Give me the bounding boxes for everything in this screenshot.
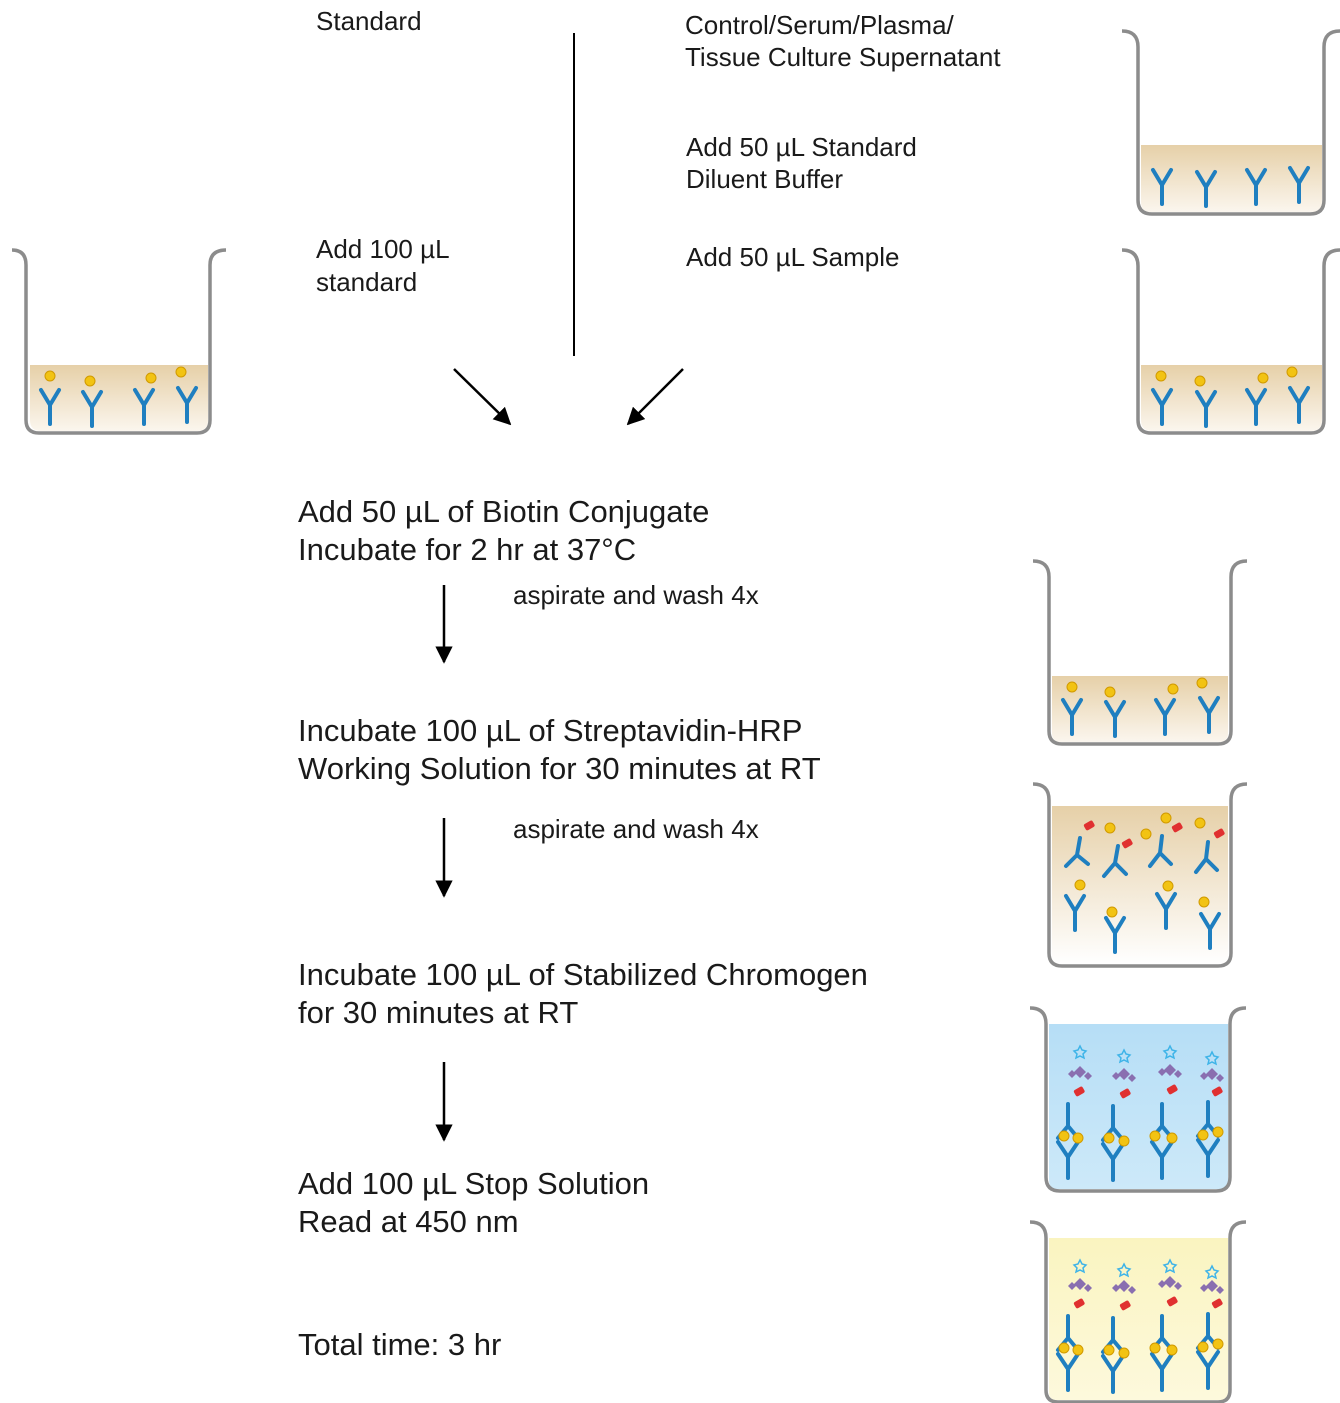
step-chromogen-line2: for 30 minutes at RT	[298, 994, 579, 1030]
antibody-icons	[39, 386, 198, 428]
diluent-step-line2: Diluent Buffer	[686, 163, 844, 194]
step-chromogen: Incubate 100 µL of Stabilized Chromogen …	[298, 956, 868, 1032]
wash-label-2: aspirate and wash 4x	[513, 814, 759, 844]
antibody-icons	[1151, 386, 1310, 428]
standard-step-line1: Add 100 µL	[316, 234, 450, 264]
step-biotin: Add 50 µL of Biotin Conjugate Incubate f…	[298, 493, 709, 569]
antigen-dots	[1066, 677, 1208, 698]
diluent-step: Add 50 µL Standard Diluent Buffer	[686, 132, 917, 195]
sandwich-complexes	[1056, 1258, 1224, 1394]
step-biotin-line1: Add 50 µL of Biotin Conjugate	[298, 494, 710, 529]
sample-step: Add 50 µL Sample	[686, 242, 900, 272]
well-streptavidin	[1032, 782, 1248, 968]
well-diluent	[1121, 29, 1340, 216]
merge-arrow-right	[626, 368, 684, 426]
step-stop-line2: Read at 450 nm	[298, 1203, 519, 1239]
step-chromogen-line1: Incubate 100 µL of Stabilized Chromogen	[298, 957, 868, 992]
standard-heading: Standard	[316, 6, 422, 36]
sample-heading: Control/Serum/Plasma/ Tissue Culture Sup…	[685, 10, 1001, 73]
antigen-dots	[44, 366, 187, 387]
step-streptavidin-line2: Working Solution for 30 minutes at RT	[298, 750, 821, 786]
step-streptavidin-line1: Incubate 100 µL of Streptavidin-HRP	[298, 713, 803, 748]
total-time: Total time: 3 hr	[298, 1327, 502, 1362]
step-stop: Add 100 µL Stop Solution Read at 450 nm	[298, 1165, 649, 1241]
well-stop	[1029, 1220, 1247, 1403]
well-sample	[1121, 248, 1340, 435]
antigen-dots	[1155, 366, 1298, 387]
sandwich-complexes	[1056, 1044, 1224, 1182]
step-biotin-line2: Incubate for 2 hr at 37°C	[298, 531, 637, 567]
antibody-icons	[1064, 834, 1221, 954]
well-biotin	[1032, 559, 1248, 746]
antigen-dots	[1074, 812, 1210, 918]
sample-heading-line1: Control/Serum/Plasma/	[685, 10, 954, 40]
step-stop-line1: Add 100 µL Stop Solution	[298, 1166, 650, 1201]
antibody-icons	[1061, 696, 1220, 738]
antibody-icons	[1151, 166, 1310, 208]
diluent-step-line1: Add 50 µL Standard	[686, 132, 917, 162]
standard-step: Add 100 µL standard	[316, 233, 450, 300]
sample-heading-line2: Tissue Culture Supernatant	[685, 41, 1001, 72]
merge-arrow-left	[453, 368, 512, 426]
step-streptavidin: Incubate 100 µL of Streptavidin-HRP Work…	[298, 712, 821, 788]
well-standard	[11, 248, 227, 435]
wash-label-1: aspirate and wash 4x	[513, 580, 759, 610]
standard-step-line2: standard	[316, 267, 418, 298]
well-chromogen	[1029, 1006, 1247, 1193]
hrp-label-marks	[1083, 820, 1225, 849]
